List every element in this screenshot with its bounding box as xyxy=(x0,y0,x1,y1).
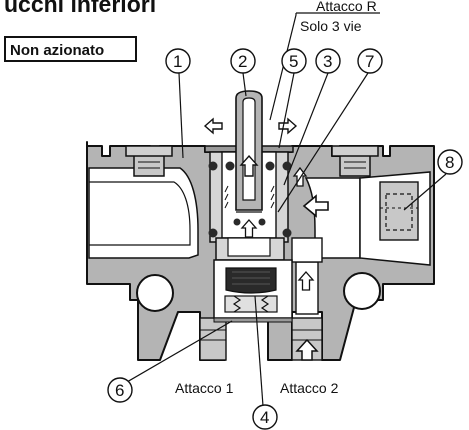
callout-4: 4 xyxy=(252,295,278,430)
return-spring xyxy=(232,295,270,313)
svg-text:8: 8 xyxy=(445,153,454,172)
arrow-up-icon xyxy=(239,154,259,177)
arrow-up-icon xyxy=(295,338,319,361)
callout-5: 5 xyxy=(278,48,307,149)
arrow-right-icon xyxy=(278,117,298,135)
svg-text:3: 3 xyxy=(323,52,332,71)
right-threaded-port xyxy=(379,181,419,241)
o-ring xyxy=(282,161,292,171)
arrow-up-icon xyxy=(240,219,258,238)
o-ring xyxy=(208,228,218,238)
bottom-port-1 xyxy=(199,317,227,361)
page-heading: ucchi inferiori xyxy=(4,0,156,17)
callout-6: 6 xyxy=(107,320,233,403)
callout-7: 7 xyxy=(277,48,383,213)
arrow-left-icon xyxy=(203,117,223,135)
o-ring xyxy=(225,161,235,171)
arrow-up-icon xyxy=(297,271,315,291)
port-2-label: Attacco 2 xyxy=(280,380,339,396)
state-label-box: Non azionato xyxy=(4,36,137,62)
state-label: Non azionato xyxy=(10,42,104,59)
right-mounting-hole xyxy=(343,272,381,310)
port-r-label: Attacco R Solo 3 vie xyxy=(269,0,380,121)
svg-text:4: 4 xyxy=(260,408,269,427)
svg-text:1: 1 xyxy=(173,52,182,71)
callout-3: 3 xyxy=(283,48,341,186)
port-r-line2: Solo 3 vie xyxy=(300,18,362,34)
svg-text:7: 7 xyxy=(365,52,374,71)
svg-text:6: 6 xyxy=(115,381,124,400)
o-ring xyxy=(282,228,292,238)
arrow-left-icon xyxy=(302,194,329,218)
poppet-seal xyxy=(225,267,277,294)
callout-8: 8 xyxy=(403,149,463,211)
plunger xyxy=(235,90,263,213)
svg-text:2: 2 xyxy=(238,52,247,71)
port-r-line1: Attacco R xyxy=(316,0,377,14)
callout-2: 2 xyxy=(230,48,256,97)
top-right-fitting xyxy=(331,145,379,177)
port-1-label: Attacco 1 xyxy=(175,380,234,396)
o-ring xyxy=(258,218,266,226)
svg-text:5: 5 xyxy=(289,52,298,71)
o-ring xyxy=(265,161,275,171)
left-mounting-hole xyxy=(136,274,174,312)
o-ring xyxy=(233,218,241,226)
o-ring xyxy=(208,161,218,171)
callout-1: 1 xyxy=(165,48,191,159)
top-left-fitting xyxy=(125,145,173,177)
